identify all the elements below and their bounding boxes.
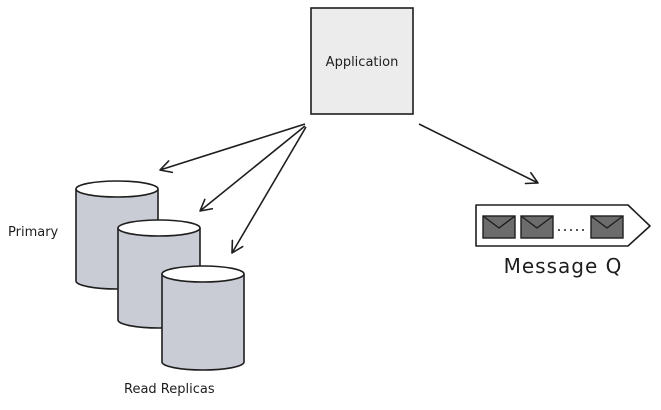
- envelope-icon: [520, 215, 554, 239]
- database-cluster: Primary Read Replicas: [8, 180, 245, 397]
- connection-arrows: [159, 123, 539, 254]
- application-box: [310, 7, 414, 115]
- arrow-to-queue: [418, 123, 539, 185]
- arrow-to-replica-2: [231, 126, 307, 254]
- envelope-icon: [482, 215, 516, 239]
- database-cylinder-icon: [161, 265, 245, 371]
- message-queue-node: Message Q: [475, 204, 651, 278]
- arrow-to-replica-1: [199, 125, 306, 212]
- message-queue-label: Message Q: [504, 254, 623, 278]
- read-replicas-label: Read Replicas: [124, 382, 215, 397]
- arrow-to-primary: [159, 123, 306, 174]
- primary-label: Primary: [8, 225, 59, 240]
- envelope-icon: [590, 215, 624, 239]
- application-label: Application: [326, 55, 399, 70]
- application-node: Application: [310, 7, 414, 115]
